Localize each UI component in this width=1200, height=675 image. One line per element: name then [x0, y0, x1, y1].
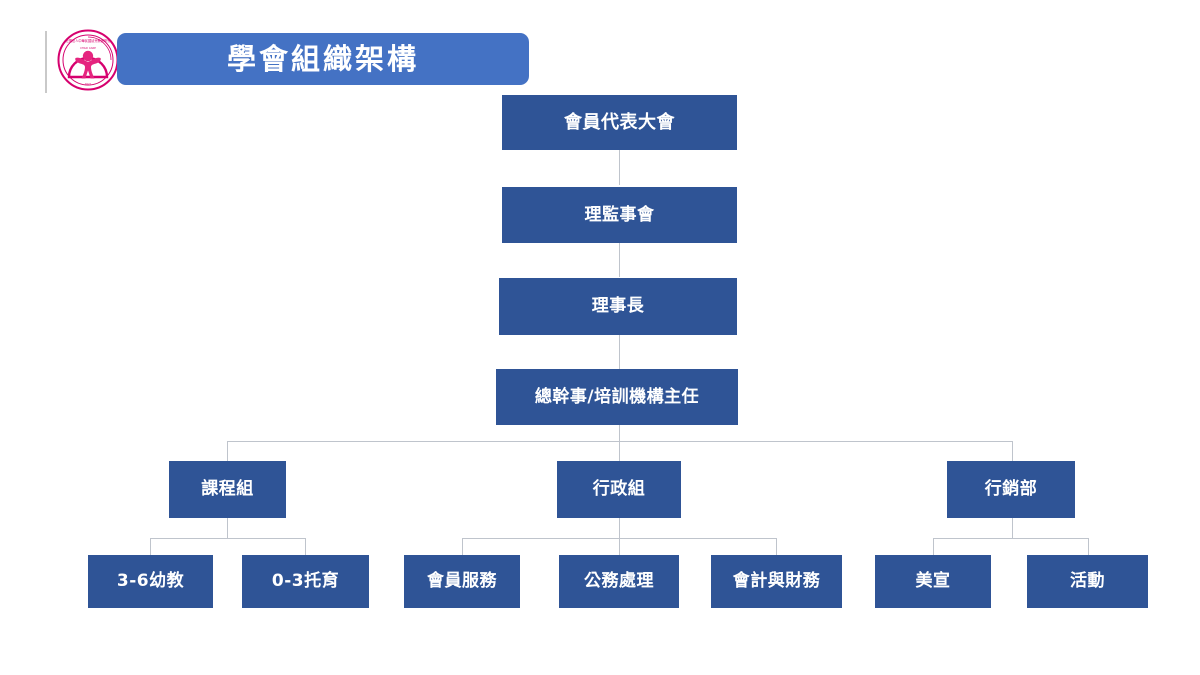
- org-node-accounting-finance[interactable]: 會計與財務: [711, 555, 842, 608]
- org-node-label: 理事長: [591, 296, 645, 317]
- org-node-label: 總幹事/培訓機構主任: [534, 386, 700, 407]
- org-node-curriculum-group[interactable]: 課程組: [169, 461, 286, 518]
- org-node-label: 會計與財務: [732, 571, 821, 592]
- org-node-label: 公務處理: [584, 571, 654, 592]
- connector-curriculum-bus: [150, 538, 305, 539]
- connector-marketing-bus: [933, 538, 1089, 539]
- connector-chairman-to-secretary: [619, 335, 620, 369]
- org-node-preschool-education[interactable]: 3-6幼教: [88, 555, 213, 608]
- slide-title-bar: 學會組織架構: [117, 33, 529, 85]
- org-node-label: 行政組: [592, 479, 646, 500]
- connector-assembly-to-board: [619, 150, 620, 185]
- connector-administration-to-finance: [776, 538, 777, 555]
- connector-administration-to-affairs: [619, 538, 620, 555]
- connector-marketing-to-events: [1088, 538, 1089, 555]
- connector-board-to-chairman: [619, 243, 620, 277]
- connector-secretary-drop: [619, 425, 620, 442]
- connector-level5-bus: [227, 441, 1013, 442]
- connector-marketing-drop: [1012, 518, 1013, 538]
- connector-bus-to-curriculum: [227, 441, 228, 461]
- org-node-administration-group[interactable]: 行政組: [557, 461, 681, 518]
- header-divider-rule: [45, 31, 47, 93]
- connector-marketing-to-design: [933, 538, 934, 555]
- connector-curriculum-drop: [227, 518, 228, 538]
- org-node-events[interactable]: 活動: [1027, 555, 1148, 608]
- org-node-label: 行銷部: [984, 479, 1038, 500]
- connector-administration-drop: [619, 518, 620, 538]
- org-node-label: 會員服務: [427, 571, 497, 592]
- org-node-label: 美宣: [915, 571, 951, 592]
- org-node-label: 3-6幼教: [116, 571, 185, 592]
- connector-bus-to-administration: [619, 441, 620, 461]
- org-node-label: 會員代表大會: [564, 111, 675, 133]
- org-node-official-affairs[interactable]: 公務處理: [559, 555, 679, 608]
- org-node-members-assembly[interactable]: 會員代表大會: [502, 95, 737, 150]
- org-node-infant-care[interactable]: 0-3托育: [242, 555, 369, 608]
- org-node-label: 理監事會: [584, 204, 655, 225]
- org-node-member-services[interactable]: 會員服務: [404, 555, 520, 608]
- association-logo: 社團法人中華民國幼兒教保學會 CHILD CARE 2021: [57, 29, 119, 91]
- connector-curriculum-to-infantcare: [305, 538, 306, 555]
- org-node-secretary-general[interactable]: 總幹事/培訓機構主任: [496, 369, 738, 425]
- org-node-label: 0-3托育: [271, 571, 340, 592]
- org-node-marketing-department[interactable]: 行銷部: [947, 461, 1075, 518]
- org-node-chairman[interactable]: 理事長: [499, 278, 737, 335]
- org-node-label: 活動: [1070, 571, 1105, 592]
- svg-text:CHILD CARE: CHILD CARE: [80, 46, 96, 50]
- page-title: 學會組織架構: [226, 41, 419, 76]
- org-node-label: 課程組: [201, 479, 254, 500]
- org-node-board-of-directors[interactable]: 理監事會: [502, 187, 737, 243]
- connector-bus-to-marketing: [1012, 441, 1013, 461]
- connector-administration-to-memberservice: [462, 538, 463, 555]
- svg-text:社團法人中華民國幼兒教保學會: 社團法人中華民國幼兒教保學會: [66, 38, 111, 43]
- org-node-design-publicity[interactable]: 美宣: [875, 555, 991, 608]
- svg-text:2021: 2021: [85, 82, 92, 86]
- connector-curriculum-to-preschool: [150, 538, 151, 555]
